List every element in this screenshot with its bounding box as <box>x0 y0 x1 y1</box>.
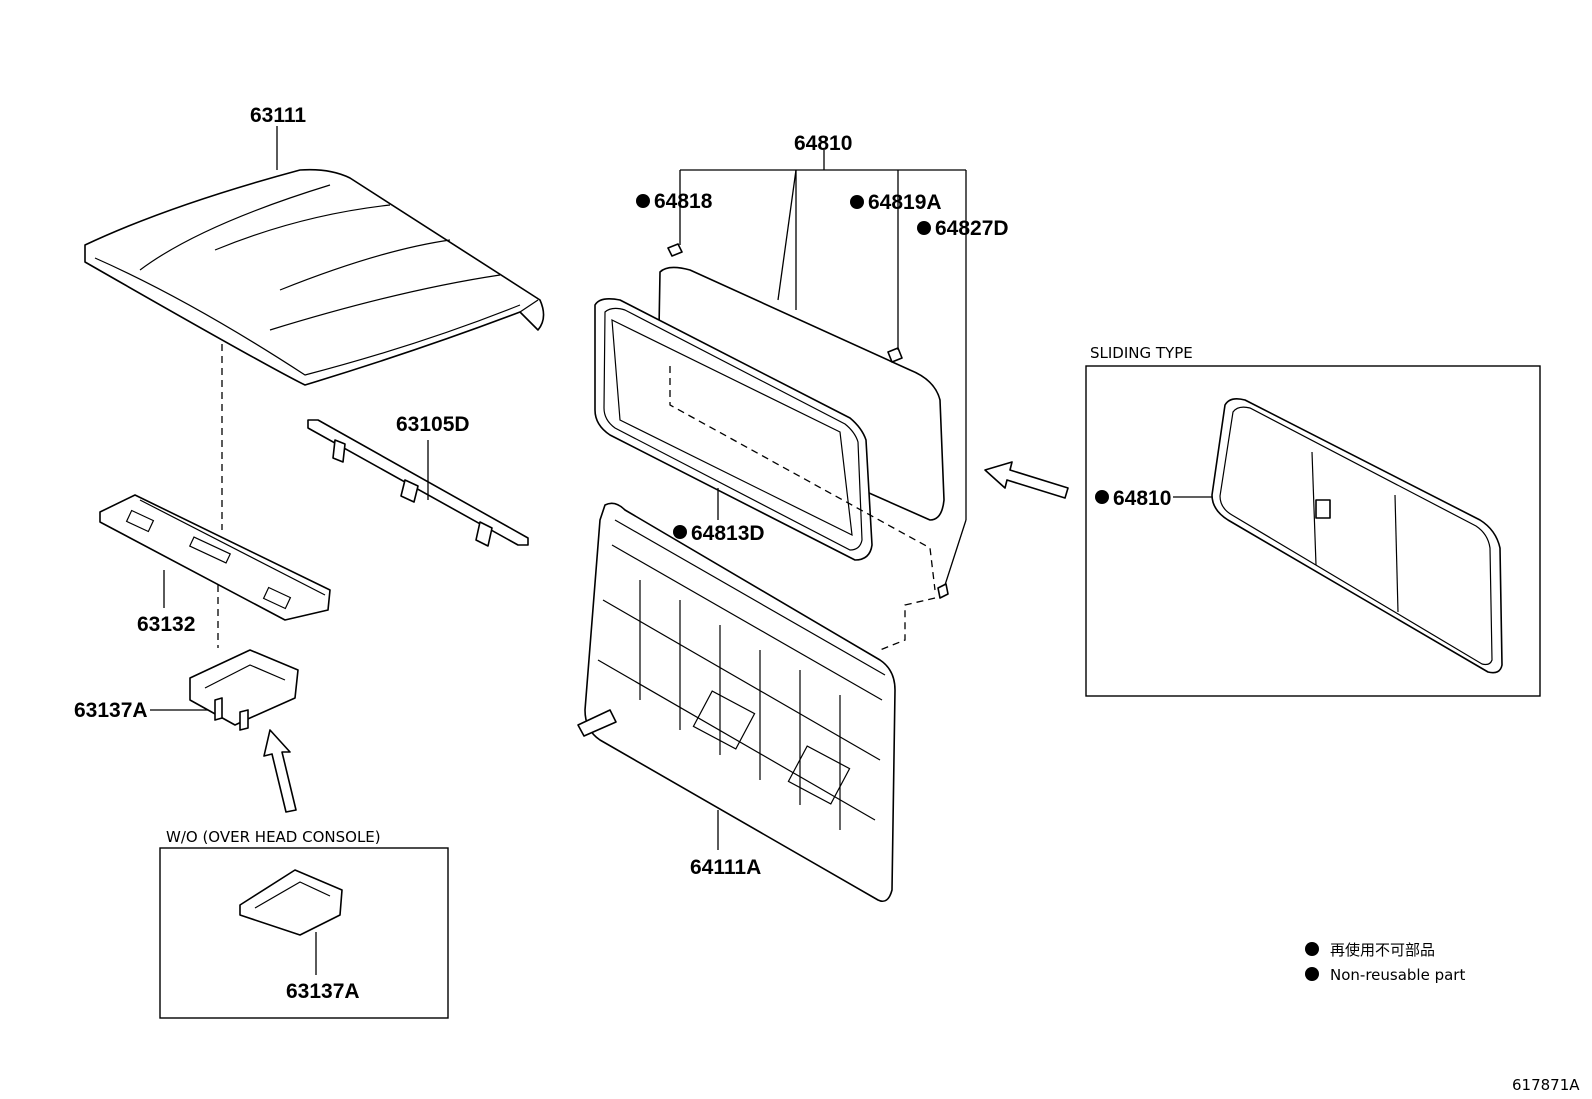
non-reusable-dot <box>917 221 931 235</box>
clip-64819A[interactable] <box>887 347 903 363</box>
label-64810: 64810 <box>794 132 852 155</box>
figure-code: 617871A <box>1512 1076 1580 1094</box>
label-64827D: 64827D <box>935 217 1009 240</box>
sliding-window-64810[interactable] <box>1211 398 1503 674</box>
label-64813D: 64813D <box>691 522 765 545</box>
label-63111: 63111 <box>250 104 306 127</box>
non-reusable-dot <box>1305 942 1319 956</box>
non-reusable-dot <box>636 194 650 208</box>
non-reusable-dot <box>850 195 864 209</box>
non-reusable-dot <box>1305 967 1319 981</box>
label-63137A: 63137A <box>74 699 148 722</box>
legend-jp: 再使用不可部品 <box>1330 941 1435 959</box>
roof-bow-63105D[interactable] <box>307 419 529 547</box>
label-63105D: 63105D <box>396 413 470 436</box>
label-64819A: 64819A <box>868 191 942 214</box>
roof-header-63132[interactable] <box>99 494 331 621</box>
wo-overhead-console-title: W/O (OVER HEAD CONSOLE) <box>166 828 381 846</box>
wo-overhead-console-box <box>159 847 449 1019</box>
clip-64827D[interactable] <box>937 583 949 599</box>
sliding-type-title: SLIDING TYPE <box>1090 344 1193 362</box>
roof-panel-63111[interactable] <box>84 168 545 386</box>
clip-64818[interactable] <box>667 243 683 257</box>
label-64810-sliding: 64810 <box>1113 487 1171 510</box>
bracket-63137A[interactable] <box>189 649 299 731</box>
back-panel-64111A[interactable] <box>577 502 896 903</box>
bracket-63137A-alt[interactable] <box>239 869 343 936</box>
non-reusable-dot <box>1095 490 1109 504</box>
arrow-up-icon <box>263 729 297 813</box>
legend: 再使用不可部品 Non-reusable part <box>1305 941 1465 984</box>
label-64818: 64818 <box>654 190 713 213</box>
label-63137A-box: 63137A <box>286 980 360 1003</box>
label-63132: 63132 <box>137 613 195 636</box>
non-reusable-dot <box>673 525 687 539</box>
sliding-type-box <box>1085 365 1541 697</box>
weatherstrip-64813D[interactable] <box>594 298 873 561</box>
legend-en: Non-reusable part <box>1330 966 1465 984</box>
label-64111A: 64111A <box>690 856 761 879</box>
arrow-left-icon <box>984 461 1069 499</box>
